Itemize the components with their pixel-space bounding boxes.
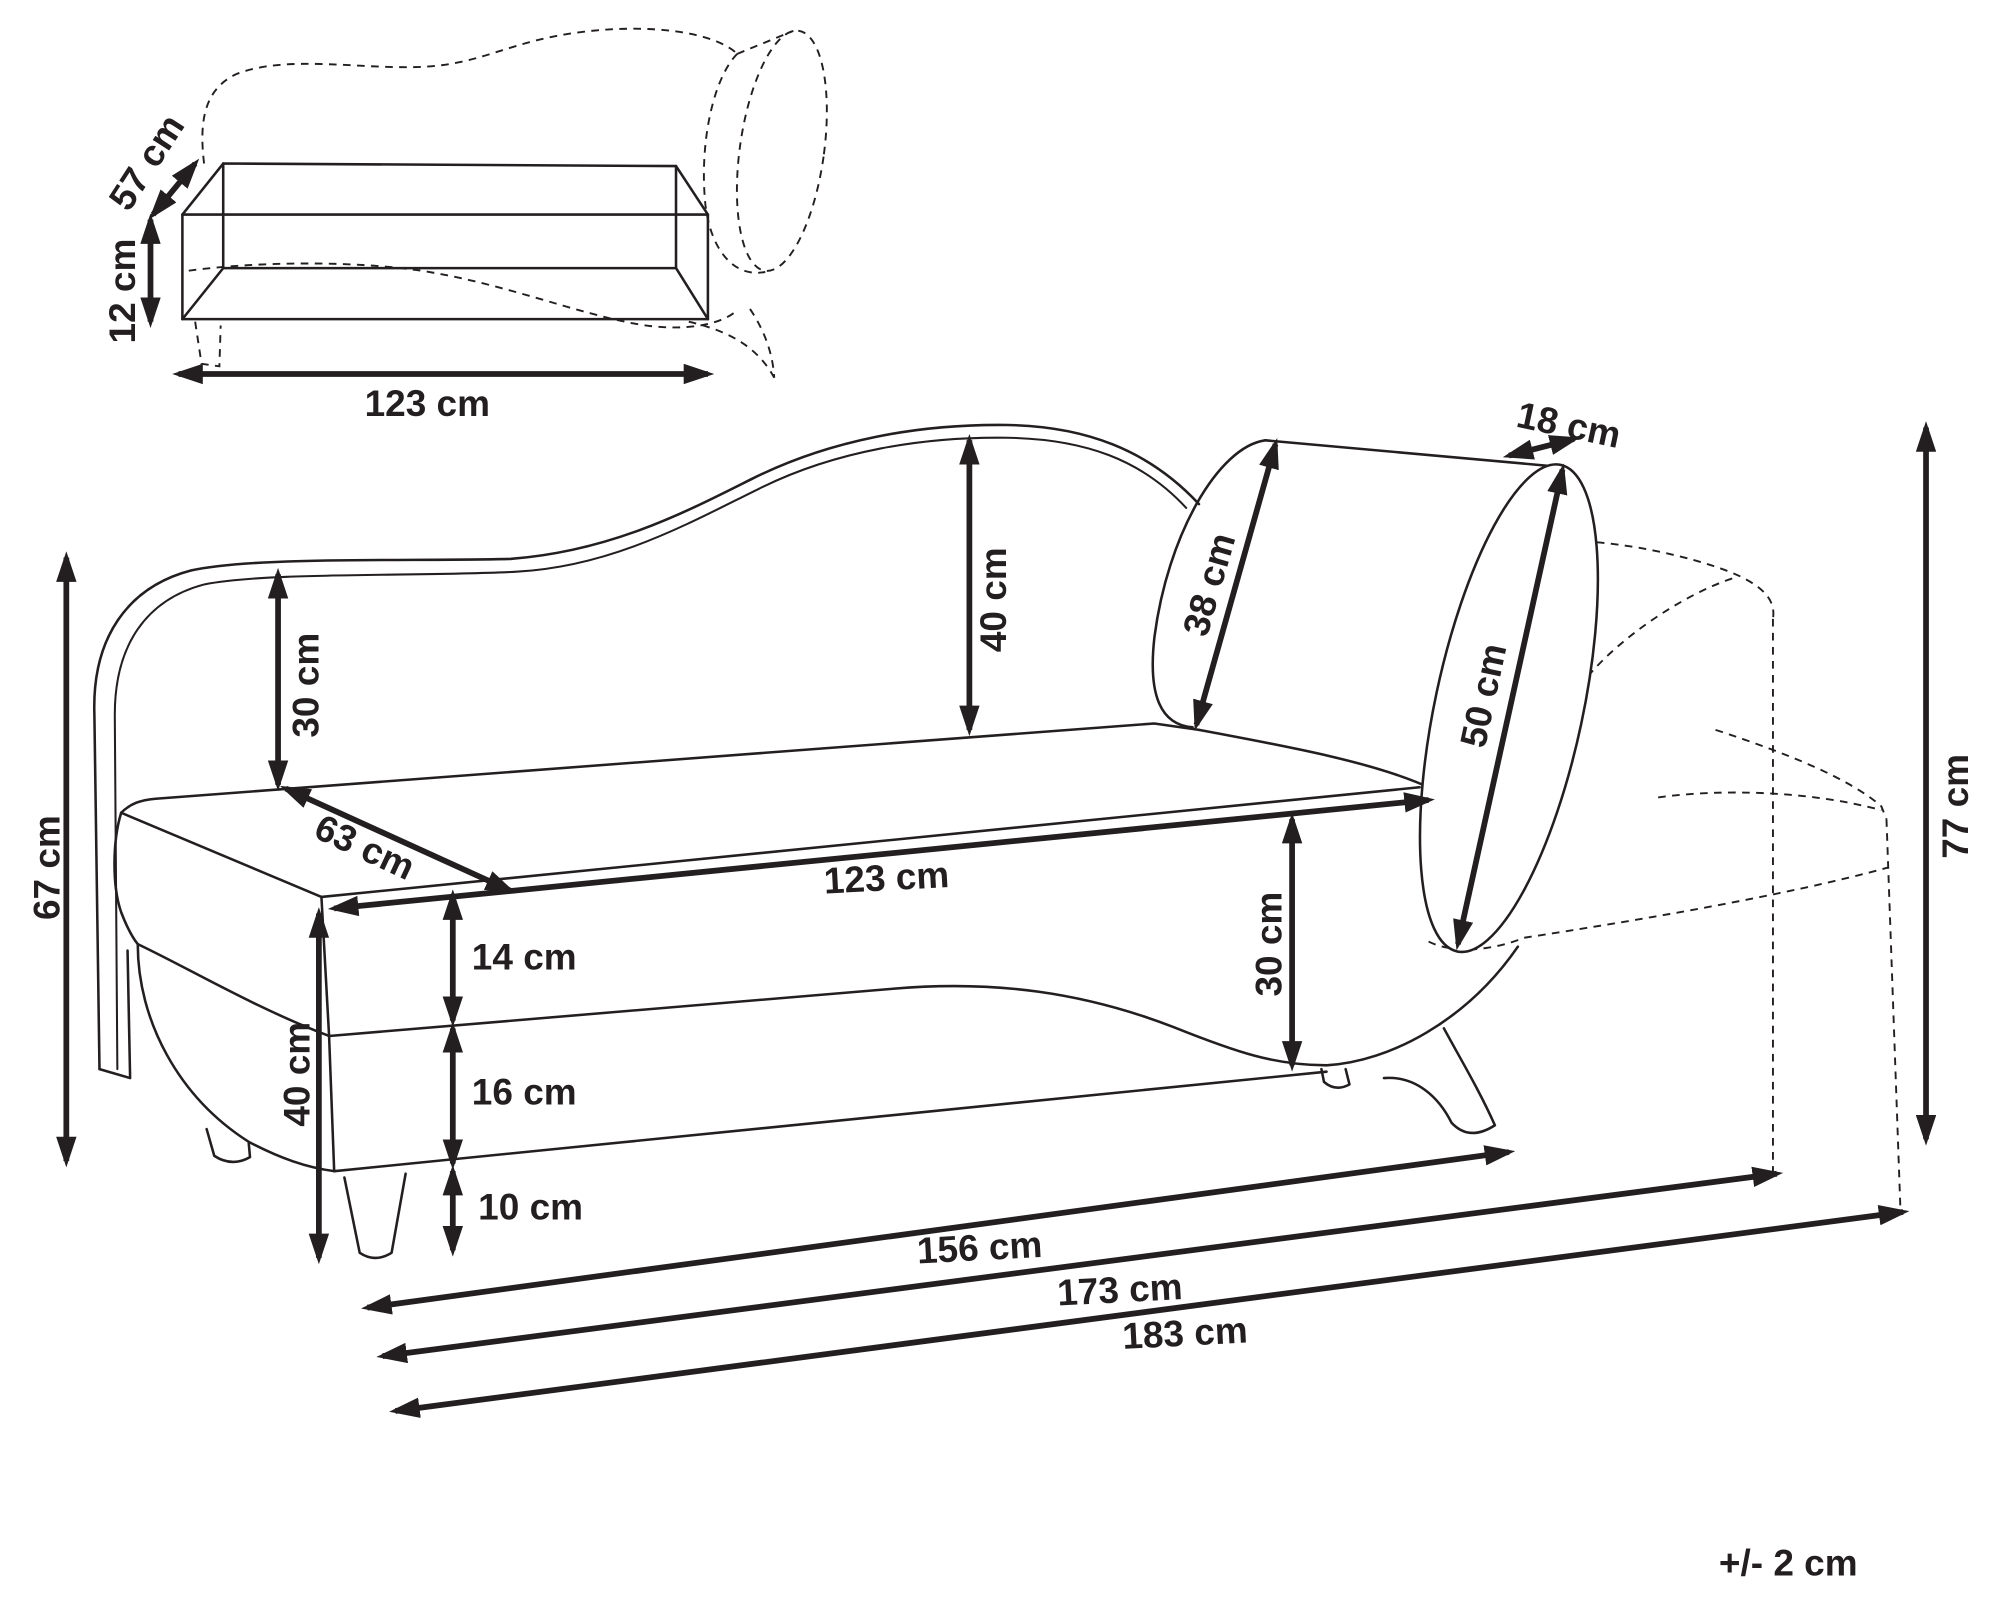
right-ghost-bolster xyxy=(1428,541,1902,1213)
left-arm-front xyxy=(98,949,132,1080)
inset-depth-arrow xyxy=(149,158,200,220)
inset-ghost-left-leg xyxy=(194,321,222,368)
length-173-arrow xyxy=(376,1166,1784,1364)
front-right-leg xyxy=(1382,1027,1497,1135)
inset-sofa-ghost xyxy=(188,27,828,379)
length-173-label: 173 cm xyxy=(1056,1266,1183,1314)
seat-left-end xyxy=(113,811,140,946)
dimension-arrows xyxy=(56,421,1937,1418)
inset-ghost-right-leg xyxy=(688,308,776,379)
inset-ghost-bolster-face xyxy=(735,29,828,272)
ghost-top-edge xyxy=(1596,541,1775,620)
inset-length-label: 123 cm xyxy=(365,383,490,424)
inset-ghost-seat-curve xyxy=(188,262,738,329)
inset-ghost-bolster-top xyxy=(736,29,794,55)
inset-box-edges xyxy=(181,162,710,321)
height-67-label: 67 cm xyxy=(27,815,68,920)
seat-front-bottom-edge xyxy=(327,945,1520,1067)
inset-drawing: 57 cm 12 cm 123 cm xyxy=(101,27,828,424)
inset-height-label: 12 cm xyxy=(102,239,143,344)
backrest-outer-curve xyxy=(93,423,1201,1071)
side-30-label: 30 cm xyxy=(1249,892,1290,997)
inset-box-back xyxy=(221,162,678,270)
dimension-labels: 67 cm 30 cm 40 cm 38 cm 18 cm 50 cm 77 c… xyxy=(27,394,1976,1357)
bolster-pillow xyxy=(1151,439,1600,954)
ghost-vertical-183 xyxy=(1885,819,1902,1213)
inset-depth-label: 57 cm xyxy=(101,107,192,217)
seat-left-edge xyxy=(119,811,323,899)
bolster-bottom-line xyxy=(1197,728,1433,790)
cushion-14-label: 14 cm xyxy=(472,936,577,977)
tolerance-note: +/- 2 cm xyxy=(1719,1542,1858,1583)
ghost-lower-arc xyxy=(1658,791,1882,812)
ghost-bottom-edge xyxy=(1524,866,1889,939)
main-drawing: 67 cm 30 cm 40 cm 38 cm 18 cm 50 cm 77 c… xyxy=(27,394,1976,1418)
inset-mattress-box xyxy=(181,162,710,321)
inset-ghost-bolster-back xyxy=(702,53,766,274)
depth-63-label: 63 cm xyxy=(309,806,421,887)
back-left-leg xyxy=(205,1127,252,1164)
base-16-label: 16 cm xyxy=(472,1072,577,1113)
arm-30-label: 30 cm xyxy=(286,633,327,738)
bolster-38-arrow xyxy=(1193,437,1279,731)
seat-left-corner xyxy=(119,797,157,815)
backrest-piping-line xyxy=(113,436,1188,1071)
base-left-end xyxy=(136,942,336,1173)
seat-123-arrow xyxy=(327,792,1435,917)
bolster-18-label: 18 cm xyxy=(1513,394,1624,456)
length-183-label: 183 cm xyxy=(1121,1309,1248,1357)
ghost-middle-edge xyxy=(1715,728,1888,820)
ghost-inner-arc xyxy=(1587,575,1738,677)
front-left-leg xyxy=(343,1172,407,1260)
bolster-top-edge xyxy=(1264,439,1564,469)
inset-ghost-back xyxy=(201,27,738,164)
seat-back-edge xyxy=(154,722,1201,801)
leg-10-label: 10 cm xyxy=(478,1186,583,1227)
seat-123-label: 123 cm xyxy=(823,854,950,902)
bolster-18-arrow xyxy=(1502,435,1581,460)
length-156-label: 156 cm xyxy=(916,1224,1043,1272)
back-right-leg xyxy=(1320,1067,1351,1089)
back-40-label: 40 cm xyxy=(973,547,1014,652)
seat-front-left-edge xyxy=(320,895,331,1038)
height-77-label: 77 cm xyxy=(1935,754,1976,859)
bolster-50-arrow xyxy=(1453,463,1568,951)
length-183-arrow xyxy=(389,1205,1910,1418)
sofa-legs xyxy=(205,1027,1497,1260)
seat-40-label: 40 cm xyxy=(277,1022,318,1127)
base-left-edge xyxy=(327,1034,336,1173)
seat-cushion-seam xyxy=(136,942,331,1038)
